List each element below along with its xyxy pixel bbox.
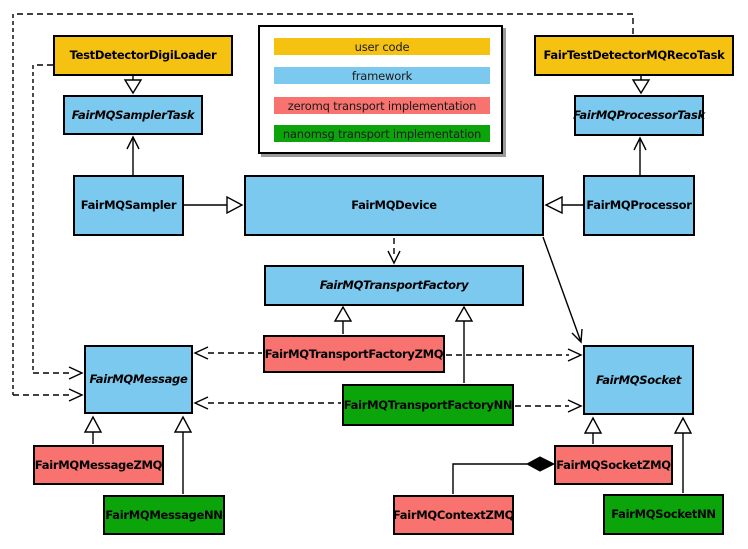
node-testdetectordigiloader: TestDetectorDigiLoader <box>53 35 233 76</box>
node-fairmqdevice: FairMQDevice <box>244 175 544 236</box>
node-label: FairMQTransportFactory <box>319 278 469 293</box>
legend-item-user-code: user code <box>274 38 490 55</box>
node-fairmqsampler: FairMQSampler <box>73 175 184 236</box>
edge-socketzmq-contextzmq-composition <box>452 456 556 494</box>
edge-messagezmq-message-generalization <box>83 415 103 444</box>
node-label: FairMQMessageNN <box>105 507 223 522</box>
node-fairmqtransportfactory: FairMQTransportFactory <box>264 265 524 306</box>
node-label: FairMQSamplerTask <box>71 107 195 122</box>
edge-factoryzmq-socket-dependency <box>446 348 583 362</box>
node-label: FairMQSocket <box>595 372 682 387</box>
edge-processor-processortask-association <box>633 136 647 175</box>
legend-item-framework: framework <box>274 67 490 84</box>
node-label: FairTestDetectorMQRecoTask <box>543 48 725 63</box>
node-label: FairMQMessageZMQ <box>34 457 163 472</box>
node-label: FairMQDevice <box>351 198 437 213</box>
node-fairmqsamplertask: FairMQSamplerTask <box>63 95 203 135</box>
node-label: FairMQSocketZMQ <box>556 457 671 472</box>
node-fairmqsocketnn: FairMQSocketNN <box>603 494 724 535</box>
edge-factorynn-message-dependency <box>193 396 341 410</box>
legend-label: user code <box>354 39 410 54</box>
node-fairmqmessagezmq: FairMQMessageZMQ <box>33 445 164 485</box>
node-label: FairMQMessage <box>89 372 188 387</box>
node-fairmqmessagenn: FairMQMessageNN <box>103 495 225 535</box>
edge-factoryzmq-factory-generalization <box>333 305 353 334</box>
node-fairmqprocessor: FairMQProcessor <box>583 175 695 236</box>
node-label: FairMQProcessorTask <box>573 108 705 123</box>
node-label: FairMQSocketNN <box>611 507 716 522</box>
legend-item-nanomsg: nanomsg transport implementation <box>274 125 490 142</box>
node-fairmqtransportfactoryzmq: FairMQTransportFactoryZMQ <box>263 335 445 373</box>
node-label: TestDetectorDigiLoader <box>69 48 217 63</box>
node-fairmqcontextzmq: FairMQContextZMQ <box>393 495 514 535</box>
node-fairmqsocketzmq: FairMQSocketZMQ <box>554 445 673 485</box>
node-fairmqprocessortask: FairMQProcessorTask <box>573 95 705 136</box>
node-label: FairMQProcessor <box>586 198 692 213</box>
node-label: FairMQContextZMQ <box>392 507 515 522</box>
legend-label: zeromq transport implementation <box>287 98 477 113</box>
edge-sampler-device-generalization <box>184 195 244 215</box>
legend-label: framework <box>351 68 413 83</box>
node-fairmqsocket: FairMQSocket <box>583 345 694 415</box>
edge-socketzmq-socket-generalization <box>583 416 603 444</box>
edge-sampler-samplertask-association <box>126 135 140 175</box>
node-fairmqmessage: FairMQMessage <box>84 345 193 414</box>
edge-factorynn-socket-dependency <box>515 399 583 413</box>
edge-socketnn-socket-generalization <box>673 416 693 493</box>
node-fairtestdetectormqrecotask: FairTestDetectorMQRecoTask <box>534 35 734 76</box>
edge-factoryzmq-message-dependency <box>193 346 262 360</box>
edge-device-transportfactory-dependency <box>387 238 401 265</box>
edge-messagenn-message-generalization <box>173 415 193 494</box>
legend-item-zeromq: zeromq transport implementation <box>274 97 490 114</box>
legend-label: nanomsg transport implementation <box>282 126 482 141</box>
edge-recotask-processortask-generalization <box>631 76 651 95</box>
edge-device-socket-association <box>542 236 583 344</box>
node-fairmqtransportfactorynn: FairMQTransportFactoryNN <box>342 384 514 426</box>
edge-processor-device-generalization <box>544 195 583 215</box>
legend: user code framework zeromq transport imp… <box>258 25 503 154</box>
node-label: FairMQSampler <box>80 198 177 213</box>
edge-factorynn-factory-generalization <box>454 305 474 383</box>
node-label: FairMQTransportFactoryZMQ <box>264 346 444 361</box>
edge-digiloader-samplertask-generalization <box>123 76 143 95</box>
node-label: FairMQTransportFactoryNN <box>343 397 513 412</box>
